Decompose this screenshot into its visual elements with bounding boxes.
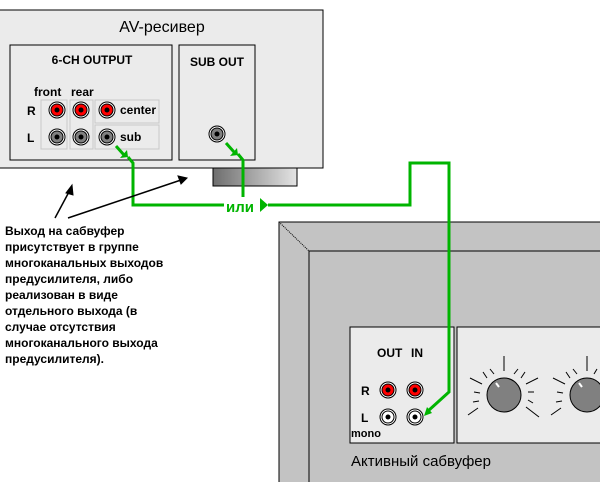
- out-label: OUT: [377, 346, 403, 360]
- knob-1[interactable]: [467, 356, 540, 418]
- jack-rear-r[interactable]: [72, 101, 90, 119]
- jack-sub-in-r[interactable]: [406, 381, 424, 399]
- annotation-arrows: [54, 175, 188, 219]
- active-subwoofer: OUT IN R L mono: [278, 221, 600, 482]
- six-ch-output-panel: [9, 44, 173, 161]
- receiver-foot: [212, 167, 298, 187]
- center-group: [94, 99, 160, 124]
- explanation-note: Выход на сабвуфер присутствует в группе …: [5, 224, 164, 366]
- jack-sub-in-l[interactable]: [406, 408, 424, 426]
- rear-label: rear: [71, 85, 94, 99]
- mono-label: mono: [351, 428, 381, 440]
- receiver-title: AV-ресивер: [119, 19, 205, 36]
- av-receiver: AV-ресивер 6-CH OUTPUT front rear R L ce…: [0, 9, 324, 169]
- arrow-to-6ch-icon: [65, 183, 74, 196]
- sub-label: sub: [120, 130, 141, 144]
- rear-group: [69, 99, 94, 150]
- cable-to-subwoofer: [268, 161, 451, 413]
- knob-2[interactable]: [550, 356, 600, 416]
- arrow-to-subout-icon: [177, 175, 188, 185]
- cable-from-sub-jack: [114, 145, 126, 156]
- six-ch-output-label: 6-CH OUTPUT: [52, 53, 133, 67]
- sub-out-label: SUB OUT: [190, 55, 245, 69]
- jack-sub[interactable]: [98, 128, 116, 146]
- jack-sub-out[interactable]: [208, 125, 226, 143]
- row-l-label: L: [27, 131, 34, 145]
- front-label: front: [34, 85, 61, 99]
- arrow-head-sub-in: [424, 407, 432, 416]
- or-label: или: [226, 199, 254, 216]
- sub-group: [94, 124, 160, 150]
- in-label: IN: [411, 346, 423, 360]
- row-r-label: R: [27, 104, 36, 118]
- jack-rear-l[interactable]: [72, 128, 90, 146]
- sub-row-l-label: L: [361, 411, 368, 425]
- jack-front-r[interactable]: [48, 101, 66, 119]
- cable-from-sub-out: [224, 142, 236, 153]
- subwoofer-title: Активный сабвуфер: [351, 453, 491, 470]
- arrow-head-subout: [230, 148, 238, 156]
- front-group: [40, 99, 68, 150]
- sub-io-panel: [349, 326, 455, 444]
- center-label: center: [120, 103, 156, 117]
- jack-sub-out-l[interactable]: [379, 408, 397, 426]
- or-triangle-icon: [260, 198, 268, 212]
- cable-arrowheads: [120, 148, 432, 416]
- arrow-head-sub: [120, 150, 128, 158]
- jack-center[interactable]: [98, 101, 116, 119]
- jack-sub-out-r[interactable]: [379, 381, 397, 399]
- cable-connection: [114, 142, 451, 413]
- jack-front-l[interactable]: [48, 128, 66, 146]
- sub-row-r-label: R: [361, 384, 370, 398]
